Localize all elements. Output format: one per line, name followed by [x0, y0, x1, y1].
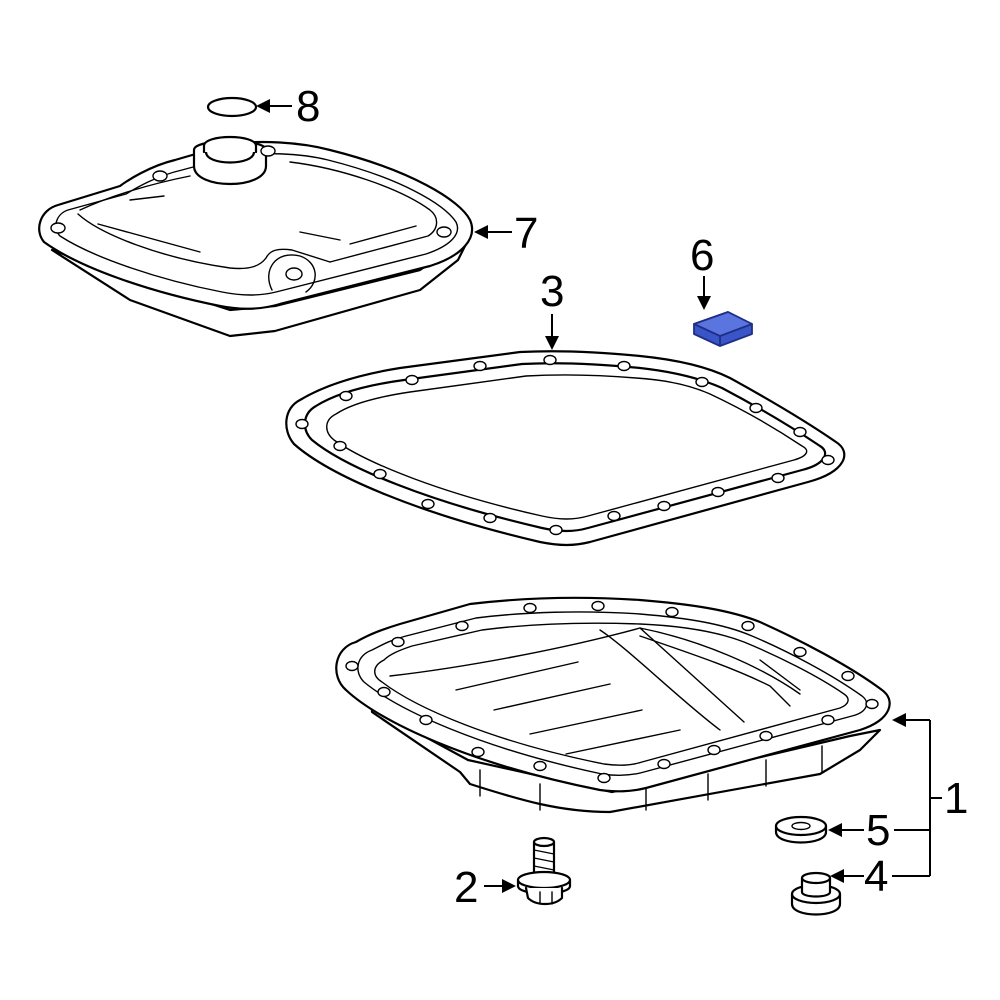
part-8-o-ring[interactable]: [206, 96, 258, 118]
callout-5-label: 5: [866, 806, 890, 855]
part-2-bolt[interactable]: [516, 836, 572, 906]
callout-8-label: 8: [296, 82, 320, 131]
part-6-magnet[interactable]: [693, 311, 753, 347]
callout-5[interactable]: 5: [828, 806, 930, 855]
callout-1-bracket[interactable]: 1: [892, 713, 968, 876]
callout-7-label: 7: [514, 209, 538, 258]
callout-3[interactable]: 3: [540, 267, 564, 350]
callout-2[interactable]: 2: [454, 863, 516, 912]
part-7-oil-strainer[interactable]: [38, 136, 473, 338]
part-5-washer[interactable]: [774, 815, 828, 844]
part-4-drain-plug[interactable]: [790, 871, 842, 916]
callout-6-label: 6: [690, 231, 714, 280]
part-3-pan-gasket[interactable]: [285, 350, 846, 547]
callout-2-label: 2: [454, 863, 478, 912]
callout-6[interactable]: 6: [690, 231, 714, 310]
callout-7[interactable]: 7: [474, 209, 538, 258]
callout-3-label: 3: [540, 267, 564, 316]
callout-1-label: 1: [944, 774, 968, 823]
callout-8[interactable]: 8: [256, 82, 320, 131]
part-1-oil-pan[interactable]: [335, 596, 891, 814]
callout-4-label: 4: [864, 852, 888, 901]
callout-4[interactable]: 4: [830, 852, 930, 901]
